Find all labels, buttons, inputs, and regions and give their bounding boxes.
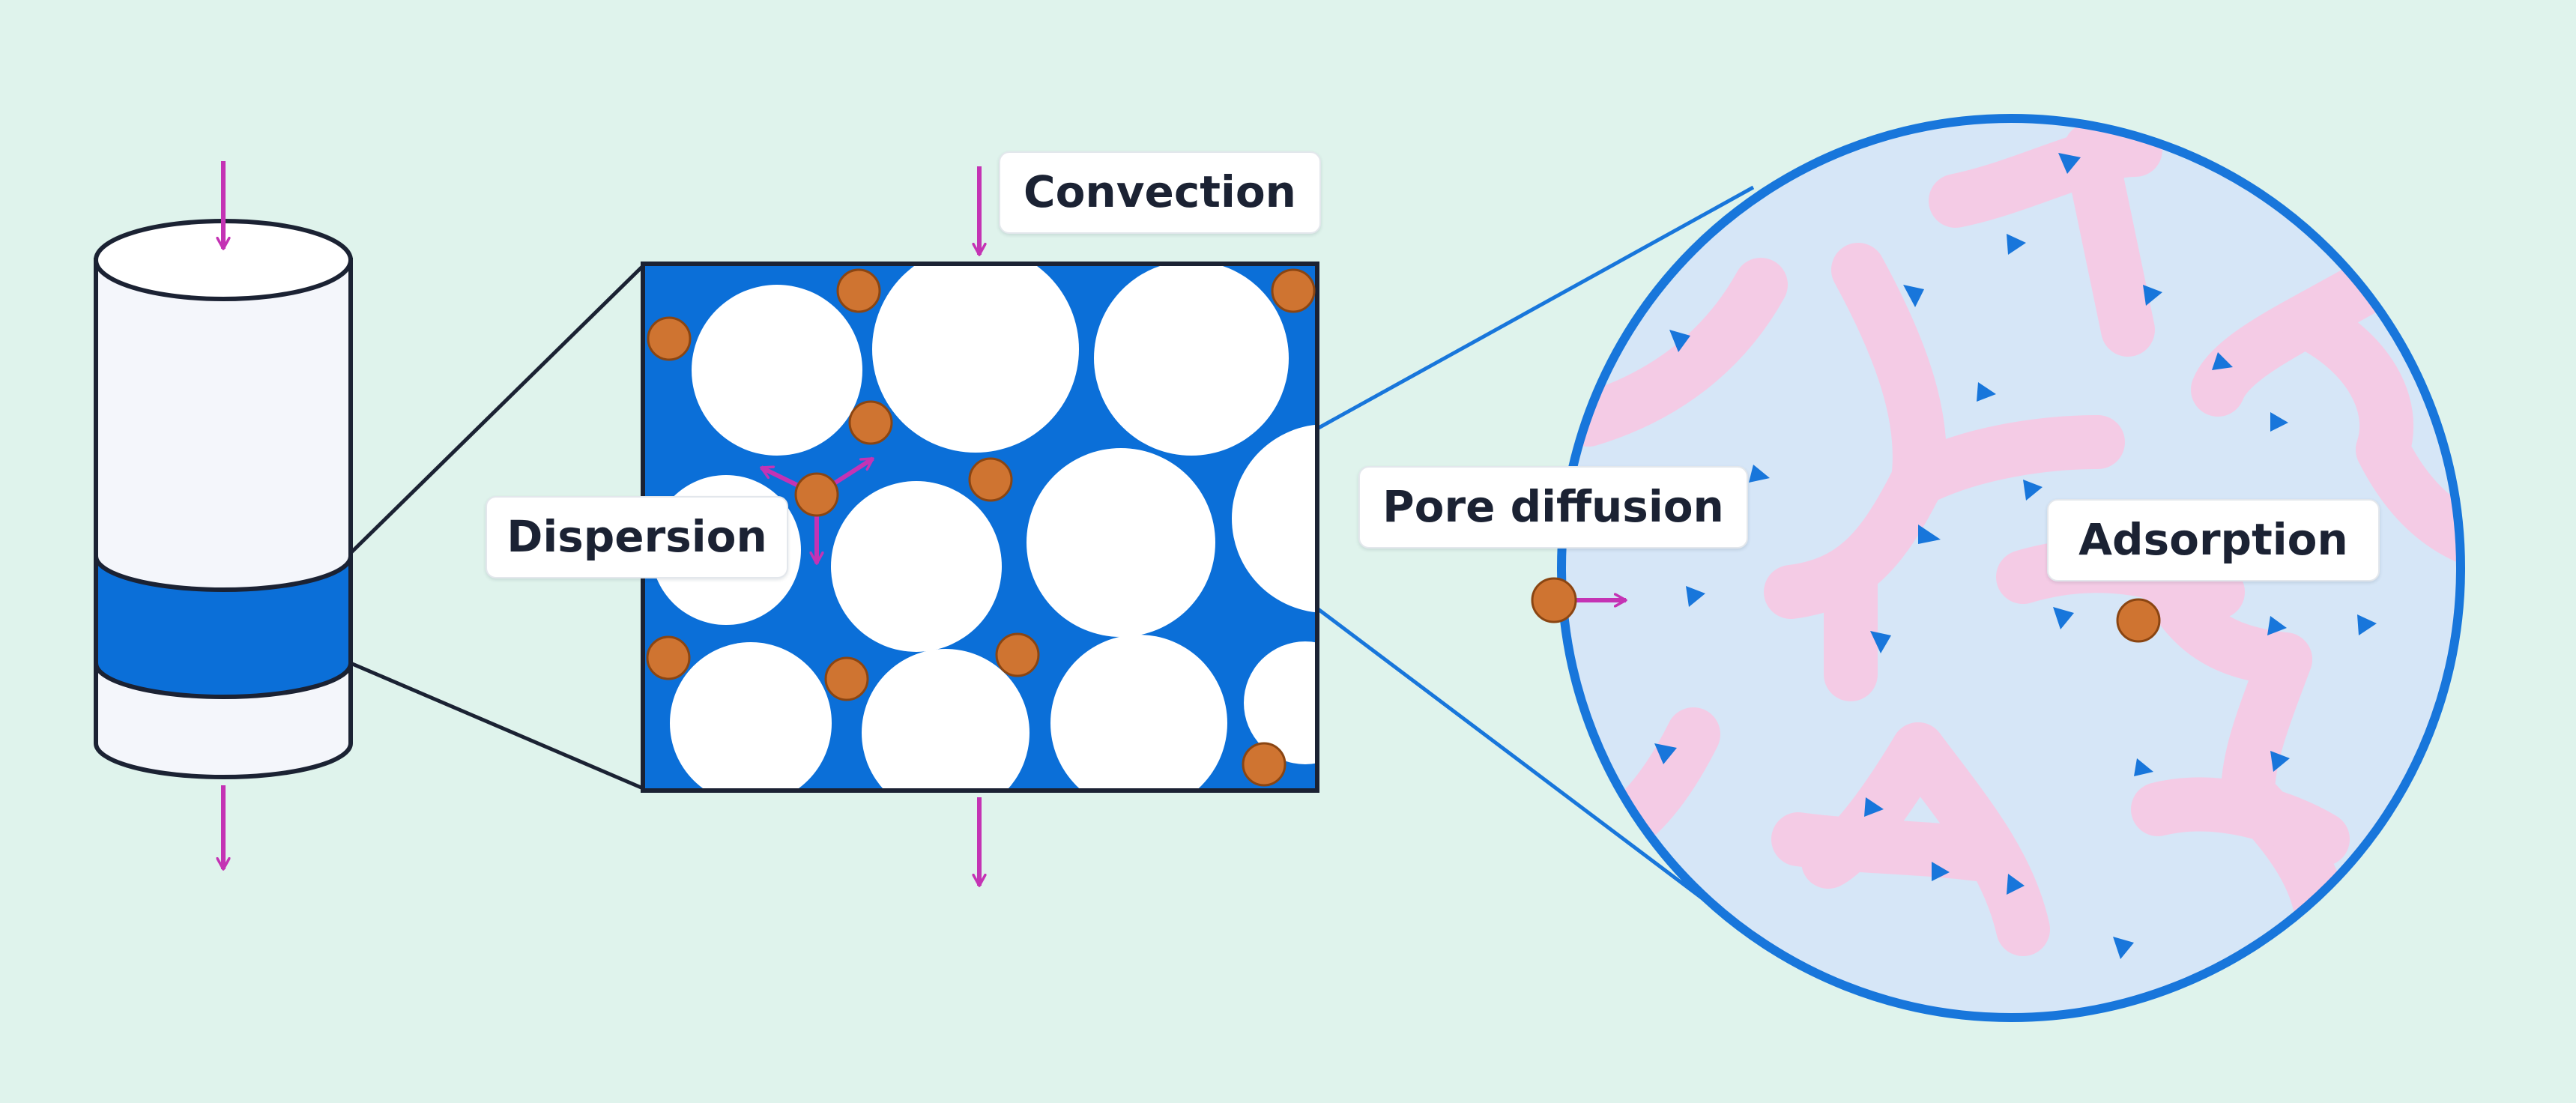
solute-molecule-icon bbox=[1531, 577, 1577, 623]
column bbox=[94, 219, 353, 779]
solute-molecules bbox=[646, 268, 1316, 787]
solute-molecule-icon bbox=[848, 400, 893, 445]
ligand-site-icon bbox=[1932, 862, 1950, 881]
adsorption-label: Adsorption bbox=[2047, 499, 2380, 581]
zoom-line bbox=[350, 661, 644, 791]
ligand-site-icon bbox=[1864, 797, 1884, 817]
packed-bed bbox=[641, 262, 1319, 793]
ligand-site-icon bbox=[1654, 743, 1677, 764]
ligand-site-icon bbox=[2053, 607, 2074, 629]
bed-particles bbox=[651, 264, 1317, 791]
ligand-site-icon bbox=[2143, 285, 2162, 306]
ligand-site-icon bbox=[2023, 480, 2043, 501]
ligand-site-icon bbox=[1977, 382, 1996, 402]
ligand-site-icon bbox=[1669, 330, 1690, 352]
solute-molecule-icon bbox=[968, 457, 1013, 502]
ligand-site-icon bbox=[1918, 525, 1941, 544]
ligand-site-icon bbox=[2270, 412, 2288, 432]
zoom-line bbox=[1316, 607, 1725, 916]
ligand-site-icon bbox=[2270, 751, 2290, 772]
ligand-site-icon bbox=[2267, 616, 2287, 635]
ligand-site-icon bbox=[1686, 586, 1705, 607]
flow-arrows bbox=[223, 161, 979, 886]
ligand-site-icon bbox=[1749, 465, 1770, 483]
solute-molecule-icon bbox=[794, 472, 839, 517]
pore-diffusion-label: Pore diffusion bbox=[1358, 466, 1748, 549]
column-packed-band bbox=[96, 556, 351, 697]
ligand-site-icon bbox=[1870, 631, 1891, 653]
solute-molecule-icon bbox=[995, 632, 1040, 677]
solute-molecule-icon bbox=[2116, 598, 2161, 643]
ligand-site-icon bbox=[1903, 285, 1924, 307]
zoom-line bbox=[1316, 185, 1755, 431]
ligand-site-icon bbox=[2134, 758, 2153, 776]
solute-molecule-icon bbox=[647, 316, 692, 361]
ligand-site-icon bbox=[2212, 352, 2233, 370]
convection-label: Convection bbox=[999, 151, 1321, 234]
dispersion-label: Dispersion bbox=[486, 496, 788, 578]
solute-molecule-icon bbox=[1271, 268, 1316, 313]
ligand-sites bbox=[1654, 153, 2377, 959]
bead-pore-view bbox=[1557, 114, 2465, 1022]
solute-molecule-icon bbox=[646, 635, 691, 680]
column-body bbox=[94, 258, 353, 779]
solute-molecule-icon bbox=[1242, 742, 1287, 787]
solute-molecule-icon bbox=[836, 268, 881, 313]
ligand-site-icon bbox=[2007, 234, 2026, 255]
solute-molecule-icon bbox=[824, 656, 869, 701]
ligand-site-icon bbox=[2058, 153, 2081, 174]
ligand-site-icon bbox=[2007, 874, 2025, 895]
ligand-site-icon bbox=[2113, 937, 2134, 959]
zoom-line bbox=[349, 265, 644, 554]
ligand-site-icon bbox=[2357, 614, 2377, 635]
